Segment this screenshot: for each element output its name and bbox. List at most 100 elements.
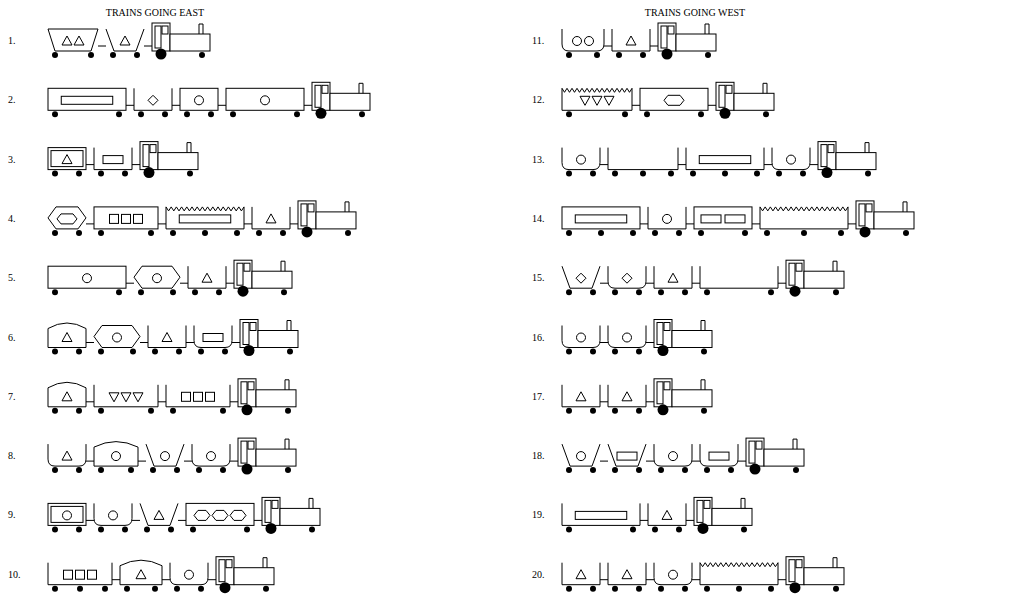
coupling [126, 105, 134, 106]
engine-boiler [672, 331, 712, 348]
wheel [682, 289, 688, 295]
car-body [252, 207, 290, 229]
coupling [140, 342, 148, 343]
coupling [640, 223, 648, 224]
wheel [640, 171, 646, 177]
car-body [686, 148, 764, 170]
wheel [612, 467, 618, 473]
coupling [158, 223, 166, 224]
train [48, 438, 296, 475]
engine-window [250, 323, 256, 331]
coupling [304, 105, 312, 106]
engine-wheel [316, 108, 327, 119]
engine-window [796, 263, 802, 271]
wheel [184, 111, 190, 117]
engine-chimney [263, 558, 267, 568]
wheel [594, 52, 600, 58]
wheel [88, 52, 94, 58]
car-body [562, 148, 600, 170]
coupling [218, 105, 226, 106]
load-circle [261, 96, 270, 105]
wheel [722, 171, 728, 177]
engine-window [749, 441, 755, 463]
car-body [562, 326, 600, 348]
wheel [636, 408, 642, 414]
wheel [636, 586, 642, 592]
car-body [134, 266, 180, 288]
engine-window [756, 441, 762, 449]
engine-window [244, 263, 250, 271]
car-body [562, 444, 600, 466]
load-triangle [592, 96, 602, 105]
load-triangle [662, 510, 672, 519]
car-body [612, 29, 650, 51]
engine-wheel [698, 523, 709, 534]
engine-chimney [705, 24, 709, 34]
wheel [152, 349, 158, 355]
engine-boiler [256, 390, 296, 407]
train-number: 13. [532, 155, 545, 165]
wheel [220, 467, 226, 473]
train [48, 379, 296, 416]
engine-chimney [287, 321, 291, 331]
engine-window [668, 26, 674, 34]
train [562, 497, 752, 534]
load-triangle [668, 273, 678, 282]
wheel [801, 230, 807, 236]
car-body [134, 88, 172, 110]
wheel [652, 230, 658, 236]
car-body [94, 207, 158, 229]
wheel [698, 230, 704, 236]
load-triangle [162, 333, 172, 342]
engine-cab [654, 379, 672, 407]
coupling [86, 164, 94, 165]
load-circle [113, 333, 122, 342]
load-triangle [580, 96, 590, 105]
car-body [48, 148, 86, 170]
engine-window [237, 263, 243, 285]
load-triangle [626, 36, 636, 45]
coupling [632, 105, 640, 106]
engine-cab [152, 23, 170, 51]
wheel [76, 467, 82, 473]
train [562, 438, 804, 475]
engine-wheel [763, 111, 769, 117]
engine-window [219, 560, 225, 582]
coupling [738, 461, 746, 462]
wheel [768, 586, 774, 592]
load-triangle [62, 36, 72, 45]
wheel [682, 586, 688, 592]
train-number: 15. [532, 273, 545, 283]
wheel [116, 111, 122, 117]
wheel [590, 586, 596, 592]
car-wall [51, 506, 83, 522]
coupling [752, 223, 760, 224]
wheel [566, 171, 572, 177]
engine-wheel [793, 467, 799, 473]
wheel [636, 349, 642, 355]
coupling [254, 520, 262, 521]
engine-wheel [701, 408, 707, 414]
car-body [188, 266, 226, 288]
load-triangle [154, 510, 164, 519]
wheel [52, 52, 58, 58]
engine-chimney [903, 202, 907, 212]
car-body [608, 444, 646, 466]
load-triangle [109, 393, 119, 402]
engine-chimney [833, 261, 837, 271]
engine-wheel [309, 526, 315, 532]
wheel [704, 289, 710, 295]
car-body [192, 444, 230, 466]
car-body [48, 503, 86, 525]
engine-cab [262, 497, 280, 525]
load-hexagon [212, 510, 228, 520]
engine-cab [786, 557, 804, 585]
car-body [120, 560, 162, 585]
train [562, 320, 712, 357]
car-body [648, 207, 686, 229]
load-square [64, 570, 73, 579]
load-triangle [576, 570, 586, 579]
load-circle [161, 452, 170, 461]
load-rectangle [103, 156, 123, 164]
engine-window [821, 145, 827, 167]
